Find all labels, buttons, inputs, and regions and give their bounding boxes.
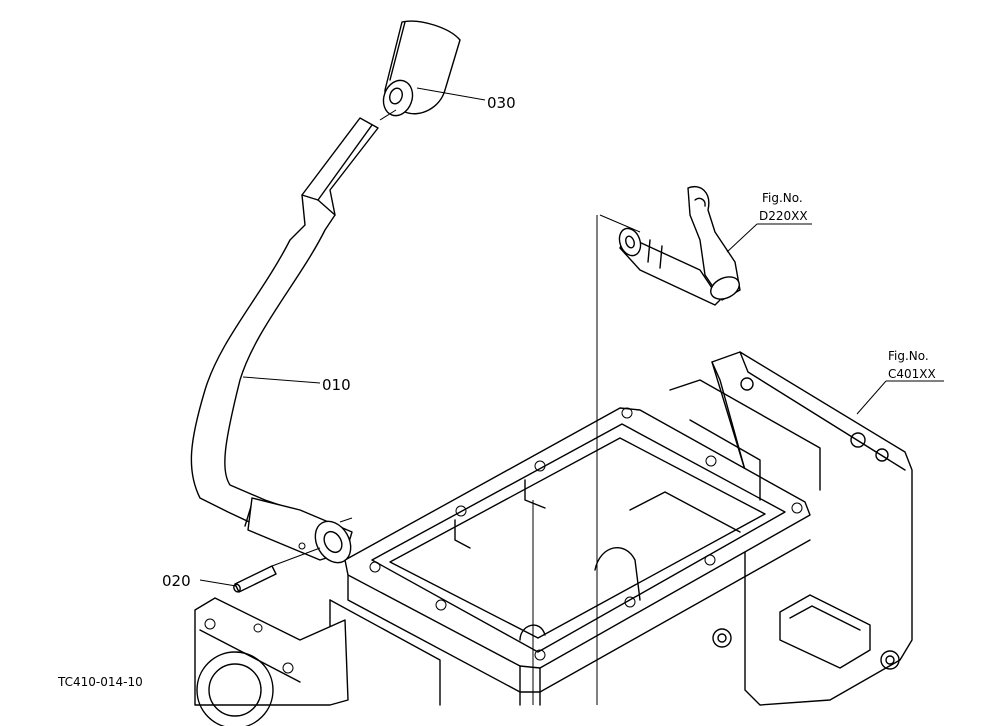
- fig-ref-label-shaft: Fig.No.: [762, 191, 803, 205]
- drawing-id: TC410-014-10: [57, 675, 143, 689]
- shift-shaft-assembly: [618, 186, 741, 306]
- pin-020: [233, 565, 277, 593]
- knob-030: [382, 20, 461, 117]
- transmission-case: [194, 351, 913, 726]
- callout-020: 020: [162, 572, 191, 590]
- fig-ref-number-case[interactable]: C401XX: [888, 367, 936, 381]
- assembly-centerlines: [271, 109, 641, 705]
- fig-ref-number-shaft[interactable]: D220XX: [759, 209, 808, 223]
- fig-ref-label-case: Fig.No.: [888, 349, 929, 363]
- callout-010: 010: [322, 376, 351, 394]
- shift-lever-010: [190, 117, 379, 564]
- callout-030: 030: [487, 94, 516, 112]
- leader-lines: [199, 87, 944, 587]
